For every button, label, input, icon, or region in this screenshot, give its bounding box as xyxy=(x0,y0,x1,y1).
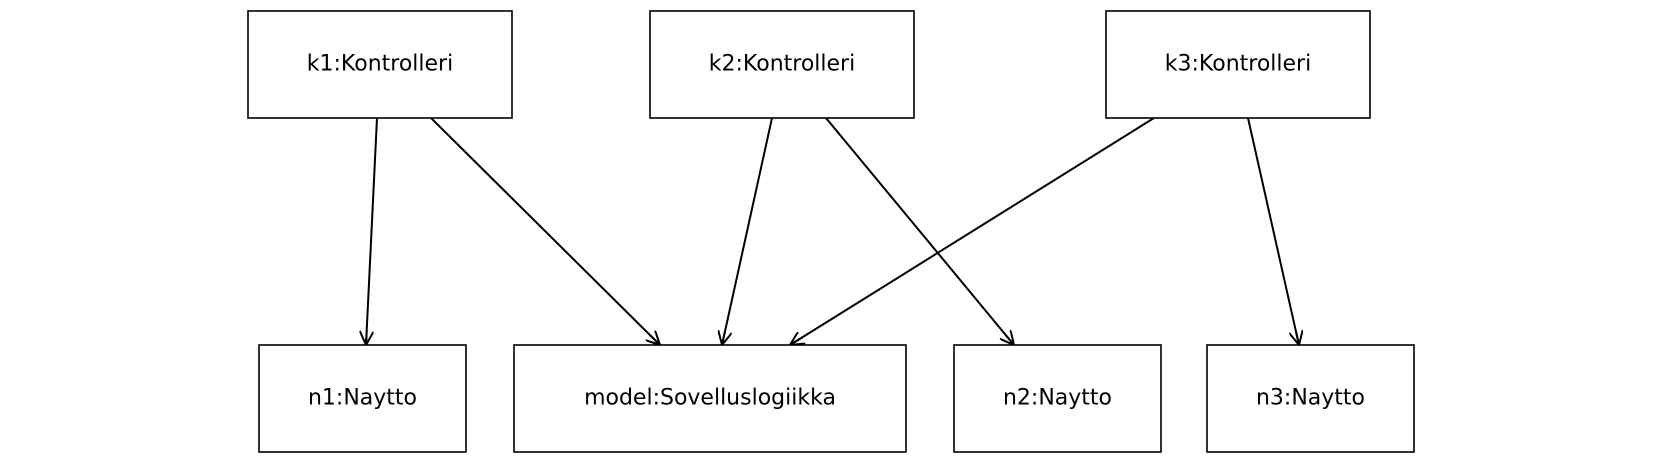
node-n1-label: n1:Naytto xyxy=(308,386,417,411)
nodes-layer: k1:Kontrolleri k2:Kontrolleri k3:Kontrol… xyxy=(247,10,1415,453)
node-n1: n1:Naytto xyxy=(258,344,467,453)
edges-layer xyxy=(366,117,1299,345)
node-model-box xyxy=(513,344,907,453)
edge-k2-to-model xyxy=(722,117,773,345)
node-model-label: model:Sovelluslogiikka xyxy=(584,386,836,411)
edge-k3-to-model xyxy=(790,117,1155,345)
node-k3: k3:Kontrolleri xyxy=(1105,10,1371,119)
node-n2-box xyxy=(953,344,1162,453)
node-k2: k2:Kontrolleri xyxy=(649,10,915,119)
node-k3-label: k3:Kontrolleri xyxy=(1165,52,1311,77)
node-k1-box xyxy=(247,10,513,119)
node-n2: n2:Naytto xyxy=(953,344,1162,453)
node-model: model:Sovelluslogiikka xyxy=(513,344,907,453)
node-k2-label: k2:Kontrolleri xyxy=(709,52,855,77)
node-n1-box xyxy=(258,344,467,453)
edge-k1-to-n1 xyxy=(366,117,378,345)
node-k2-box xyxy=(649,10,915,119)
node-n2-label: n2:Naytto xyxy=(1003,386,1112,411)
edge-k1-to-model xyxy=(430,117,660,345)
edge-k3-to-n3 xyxy=(1247,117,1299,345)
node-n3: n3:Naytto xyxy=(1206,344,1415,453)
node-n3-label: n3:Naytto xyxy=(1256,386,1365,411)
edge-k2-to-n2 xyxy=(825,117,1014,345)
node-k3-box xyxy=(1105,10,1371,119)
node-k1: k1:Kontrolleri xyxy=(247,10,513,119)
node-k1-label: k1:Kontrolleri xyxy=(307,52,453,77)
node-n3-box xyxy=(1206,344,1415,453)
